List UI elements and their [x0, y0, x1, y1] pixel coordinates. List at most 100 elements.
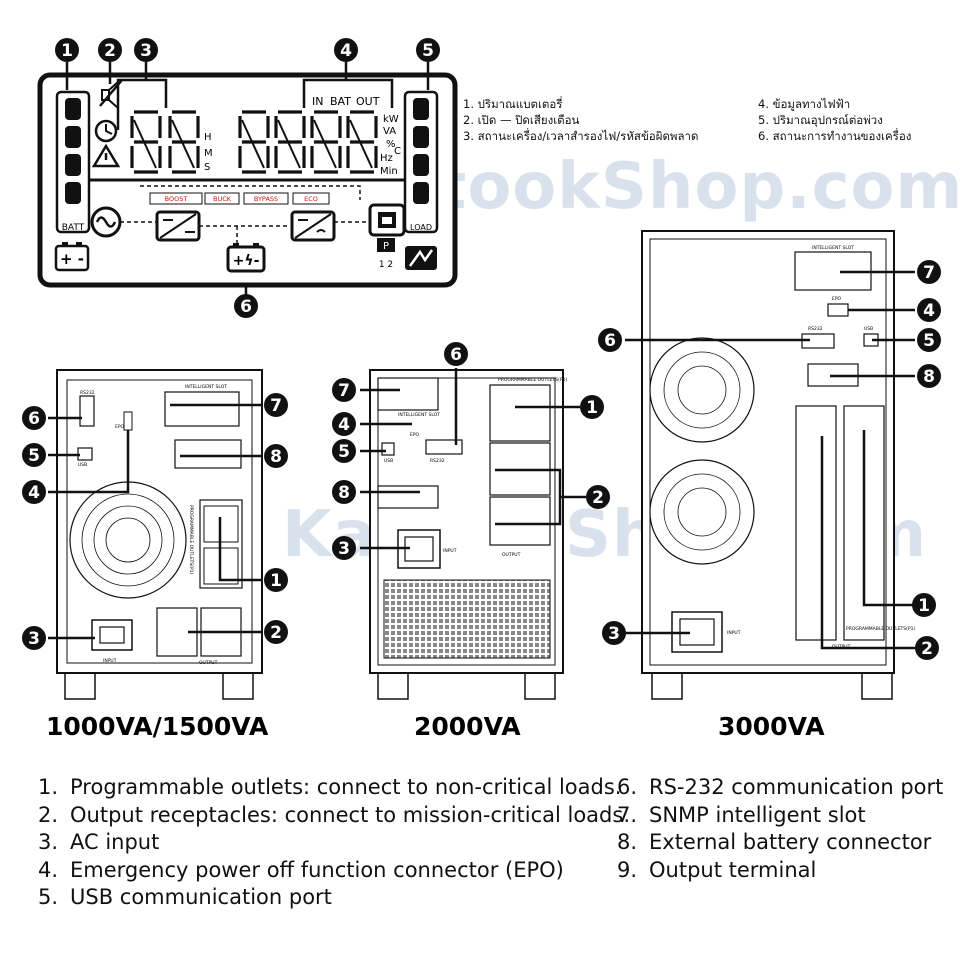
callout-number: 1 — [918, 596, 930, 616]
label-rs232: RS232 — [80, 390, 95, 396]
callout-number: 3 — [608, 624, 620, 644]
label-intelligent-slot: INTELLIGENT SLOT — [812, 245, 854, 251]
legend-num: 9. — [617, 857, 638, 882]
warning-icon — [91, 143, 121, 168]
outlet-nums: 1 2 — [379, 260, 393, 270]
fault-icon — [405, 246, 437, 270]
legend-num: 4. — [38, 857, 59, 882]
label-input: INPUT — [727, 630, 741, 636]
legend-item-8: 8. External battery connector — [617, 829, 943, 857]
callout-number: 3 — [28, 629, 40, 649]
lcd-legend-right: 4. ข้อมูลทางไฟฟ้า 5. ปริมาณอุปกรณ์ต่อพ่ว… — [758, 96, 911, 144]
legend-text: SNMP intelligent slot — [649, 802, 866, 827]
callout-number: 3 — [140, 41, 152, 61]
model-title-2000: 2000VA — [414, 712, 521, 741]
lcd-legend-left: 1. ปริมาณแบตเตอรี่ 2. เปิด — ปิดเสียงเตื… — [463, 96, 698, 144]
callout-number: 5 — [923, 331, 935, 351]
mode-bypass: BYPASS — [254, 195, 278, 203]
unit-percent: % — [386, 139, 396, 150]
callout-badge-3: 3 — [134, 38, 158, 62]
ups-3000: INTELLIGENT SLOT EPO RS232 USB INPUT OUT… — [618, 230, 915, 700]
label-epo: EPO — [115, 424, 125, 430]
legend-text: USB communication port — [70, 885, 332, 909]
callout-number: 4 — [340, 41, 352, 61]
callout-badge-4: 4 — [917, 298, 941, 322]
callout-number: 2 — [104, 41, 116, 61]
legend-item-5: 5. USB communication port — [38, 884, 630, 912]
load-label: LOAD — [410, 223, 432, 232]
legend-item-1: 1.Programmable outlets: connect to non-c… — [38, 774, 630, 802]
callout-badge-6: 6 — [598, 328, 622, 352]
legend-item-7: 7. SNMP intelligent slot — [617, 802, 943, 830]
callout-number: 2 — [592, 488, 604, 508]
callout-badge-3: 3 — [22, 626, 46, 650]
label-usb: USB — [864, 326, 873, 332]
ups-1000-1500: INTELLIGENT SLOT RS232 USB EPO INPUT OUT… — [48, 369, 263, 700]
callout-lines-1000 — [48, 403, 262, 640]
label-input: INPUT — [443, 548, 457, 554]
inverter-icon — [290, 210, 336, 242]
legend-item-3: 3.AC input — [38, 829, 630, 857]
legend-item-2: 2.Output receptacles: connect to mission… — [38, 802, 630, 830]
lcd-legend-item-1: 1. ปริมาณแบตเตอรี่ — [463, 97, 563, 111]
label-epo: EPO — [832, 296, 842, 302]
hms-s: S — [204, 162, 210, 173]
legend-text: External battery connector — [649, 830, 932, 854]
legend-text: Output terminal — [649, 857, 817, 882]
labels-2000: PROGRAMMABLE OUTLETS(P1) INTELLIGENT SLO… — [384, 377, 567, 558]
label-intelligent-slot: INTELLIGENT SLOT — [185, 384, 227, 390]
battery-icon: + - — [54, 242, 90, 272]
legend-num: 7. — [617, 802, 638, 827]
label-programmable: PROGRAMMABLE OUTLETS(P1) — [846, 626, 915, 632]
segment-display-right — [238, 110, 378, 174]
callout-number: 2 — [270, 623, 282, 643]
legend-num: 5. — [38, 885, 59, 909]
label-output: OUTPUT — [502, 552, 521, 558]
lcd-legend-item-2: 2. เปิด — ปิดเสียงเตือน — [463, 113, 580, 127]
load-level-bars: LOAD — [403, 90, 439, 234]
callout-number: 5 — [338, 442, 350, 462]
svg-text:+ -: + - — [60, 250, 84, 268]
label-rs232: RS232 — [430, 458, 445, 464]
label-output: OUTPUT — [199, 660, 218, 666]
unit-c: C — [394, 146, 401, 157]
legend-num: 8. — [617, 830, 638, 854]
callout-number: 4 — [923, 301, 935, 321]
label-rs232: RS232 — [808, 326, 823, 332]
mode-buck: BUCK — [213, 195, 232, 203]
p-label: P — [383, 241, 389, 252]
unit-labels: kW VA % C Hz Min — [380, 114, 401, 177]
legend-item-6: 6.RS-232 communication port — [617, 774, 943, 802]
callout-badge-4: 4 — [334, 38, 358, 62]
callout-badge-2: 2 — [98, 38, 122, 62]
callout-number: 8 — [270, 447, 282, 467]
lcd-legend-item-4: 4. ข้อมูลทางไฟฟ้า — [758, 97, 851, 111]
clock-icon — [94, 119, 118, 143]
callout-lines-2000 — [360, 368, 590, 550]
legend-item-9: 9. Output terminal — [617, 857, 943, 885]
legend-text: AC input — [70, 830, 160, 854]
legend-text: Output receptacles: connect to mission-c… — [70, 802, 630, 827]
unit-min: Min — [380, 166, 398, 177]
callout-number: 5 — [28, 446, 40, 466]
label-input: INPUT — [103, 658, 117, 664]
unit-va: VA — [383, 126, 396, 137]
lcd-panel: BATT + - LOAD — [37, 62, 458, 298]
callout-number: 6 — [240, 297, 252, 317]
programmable-indicator: P 1 2 — [377, 238, 395, 270]
callout-badge-3: 3 — [602, 621, 626, 645]
label-intelligent-slot: INTELLIGENT SLOT — [398, 412, 440, 418]
callout-badge-5: 5 — [917, 328, 941, 352]
callout-number: 4 — [338, 415, 350, 435]
label-bat: BAT — [330, 95, 351, 108]
legend-left: 1.Programmable outlets: connect to non-c… — [38, 774, 630, 912]
lcd-callout-lines — [65, 62, 430, 298]
callout-badge-5: 5 — [416, 38, 440, 62]
callout-badge-7: 7 — [917, 260, 941, 284]
lcd-legend-item-5: 5. ปริมาณอุปกรณ์ต่อพ่วง — [758, 113, 883, 127]
legend-right: 6.RS-232 communication port 7. SNMP intel… — [617, 774, 943, 884]
callout-number: 5 — [422, 41, 434, 61]
callout-badge-8: 8 — [264, 444, 288, 468]
ups-2000: PROGRAMMABLE OUTLETS(P1) INTELLIGENT SLO… — [360, 368, 590, 700]
